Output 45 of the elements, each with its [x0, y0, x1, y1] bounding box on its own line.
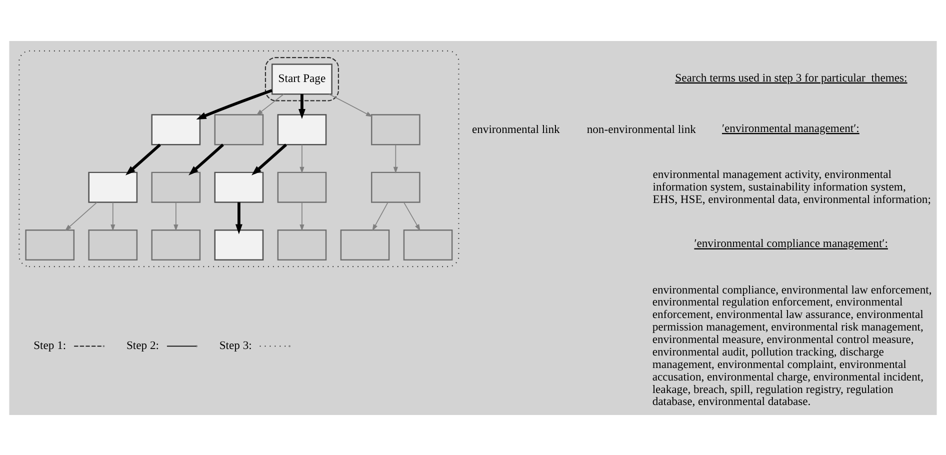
- node-box: [25, 228, 75, 260]
- label: environmental compliance, environmental law enforcement, environmental regulation enforcement, environmental enforcement, environmental law assurance, environmental permission management, environmental risk management, environmental measure, environmental control measure, environmental audit, pollution tracking, discharge management, environmental complaint, environmental accusation, environmental charge, environmental incident, leakage, breach, spill, regulation registry, regulation database, environmental database.: [652, 282, 932, 408]
- arrow: [393, 144, 398, 173]
- arrow: [300, 144, 304, 173]
- arrow: [403, 201, 420, 230]
- arrow: [300, 201, 304, 231]
- node-box: [214, 171, 264, 202]
- node-box: [151, 228, 201, 260]
- label: ′environmental management′:: [722, 121, 860, 134]
- arrow: [298, 94, 306, 118]
- label: environmental link: [472, 122, 560, 136]
- node-box: Start Page: [271, 63, 332, 94]
- node-box: [88, 171, 138, 202]
- node-box: [371, 171, 420, 202]
- arrow: [64, 201, 98, 230]
- cluster: [264, 56, 339, 101]
- arrow: [252, 143, 288, 175]
- arrow: [110, 201, 116, 231]
- arrow: [126, 143, 161, 175]
- node-box: [277, 228, 327, 260]
- node-box: [371, 114, 420, 145]
- arrow: [256, 93, 284, 116]
- label: Search terms used in step 3 for particular themes:: [675, 70, 908, 84]
- node-box: [277, 114, 327, 145]
- label: environmental management activity, environmental information system, sustainability information system, EHS, HSE, environmental data, environmental information;: [652, 167, 931, 206]
- arrow: [174, 201, 178, 231]
- node-box: [277, 171, 327, 202]
- label: non-environmental link: [586, 122, 696, 136]
- arrow: [235, 202, 242, 234]
- node-box: [214, 114, 264, 145]
- arrow: [328, 93, 373, 116]
- node-box: [151, 171, 201, 202]
- node-box: [340, 228, 390, 260]
- arrow: [188, 143, 224, 175]
- legend-label: Step 3:: [219, 338, 252, 352]
- arrow: [372, 201, 388, 230]
- node-box: [88, 228, 138, 260]
- legend-label: Step 1:: [34, 338, 66, 352]
- cluster: [18, 50, 460, 267]
- node-box: [151, 114, 201, 145]
- legend-label: Step 2:: [126, 338, 160, 352]
- node-box: [214, 228, 264, 260]
- node-box: [403, 228, 453, 260]
- arrow: [196, 88, 272, 120]
- label: ′environmental compliance management′:: [694, 236, 888, 250]
